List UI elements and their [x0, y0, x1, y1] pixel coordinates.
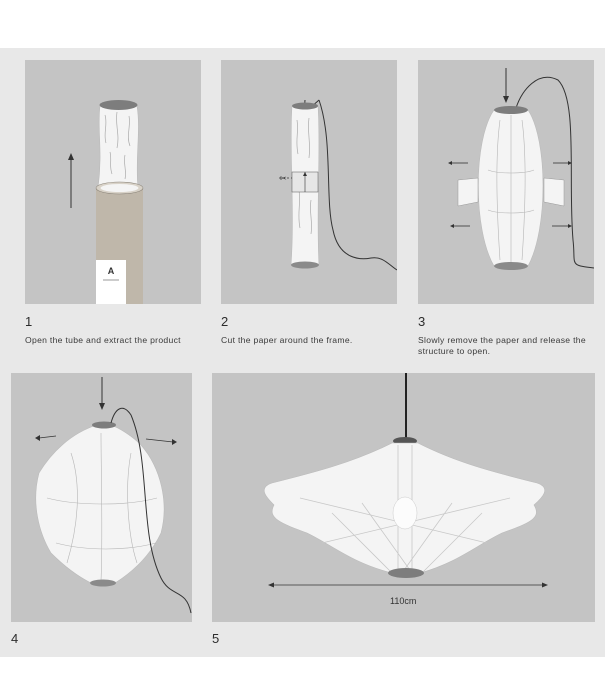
tube-extraction-drawing: A [68, 100, 144, 304]
dimension-label: 110cm [390, 596, 417, 606]
step-4-illustration [11, 373, 192, 622]
step-4-number: 4 [11, 631, 19, 646]
step-2-illustration: ✂ [221, 60, 397, 304]
cut-paper-drawing: ✂ [279, 99, 397, 271]
step-1-number: 1 [25, 314, 33, 329]
svg-text:A: A [108, 266, 115, 276]
step-3-caption: Slowly remove the paper and release the … [418, 335, 586, 356]
step-5-illustration [212, 373, 595, 622]
release-structure-drawing [448, 68, 594, 270]
installed-lamp-drawing [263, 373, 548, 588]
step-1-illustration: A [25, 60, 201, 304]
opening-structure-drawing [35, 377, 192, 614]
svg-text:✂: ✂ [280, 174, 287, 183]
step-2-caption: Cut the paper around the frame. [221, 335, 353, 345]
step-3-illustration [418, 60, 594, 304]
step-5-number: 5 [212, 631, 220, 646]
step-2-number: 2 [221, 314, 229, 329]
step-3-number: 3 [418, 314, 426, 329]
step-1-caption: Open the tube and extract the product [25, 335, 181, 345]
